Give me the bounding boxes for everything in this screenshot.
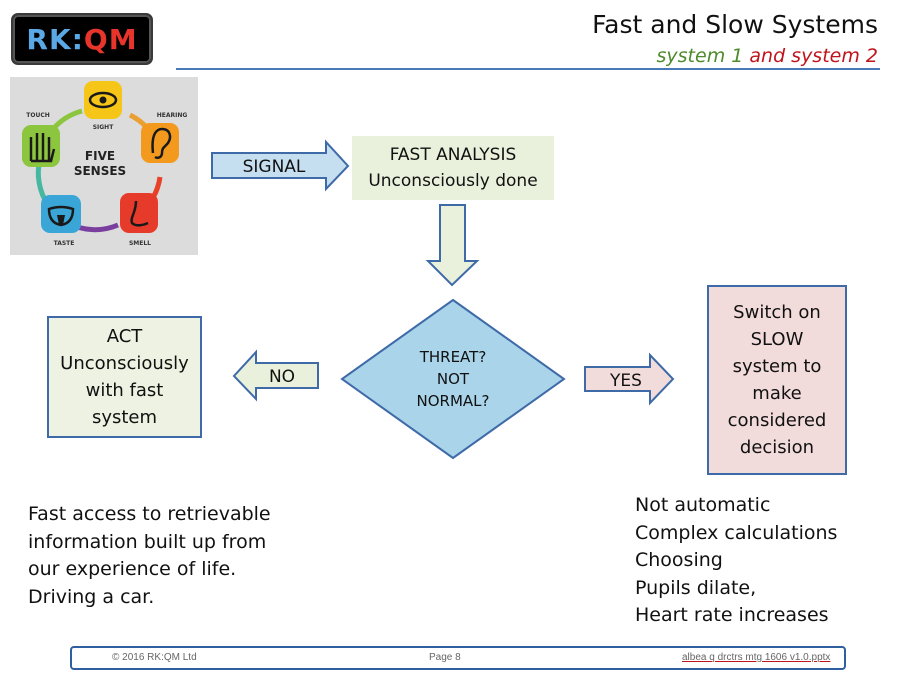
slow-line: Switch on [733, 302, 821, 323]
sense-label-sight: SIGHT [93, 124, 115, 131]
slide-footer: © 2016 RK:QM Ltd Page 8 albea q drctrs m… [70, 646, 846, 670]
slow-line: considered [727, 410, 827, 431]
sense-label-hearing: HEARING [157, 112, 188, 119]
footer-filename: albea q drctrs mtg 1606 v1.0.pptx [682, 652, 831, 663]
page-subtitle: system 1 and system 2 [657, 45, 878, 67]
signal-label: SIGNAL [243, 157, 306, 177]
hand-icon [22, 125, 60, 167]
subtitle-system1: system 1 [656, 45, 744, 67]
note-line: Complex calculations [635, 521, 838, 544]
decision-line3: NORMAL? [417, 392, 490, 410]
note-line: Not automatic [635, 494, 771, 516]
nose-icon [120, 193, 158, 233]
mouth-icon [41, 195, 81, 233]
ear-icon [141, 123, 179, 163]
note-line: information built up from [28, 530, 267, 553]
signal-arrow [211, 139, 350, 192]
five-senses-image: SIGHT HEARING TOUCH TASTE SMELL FIVE SEN… [10, 77, 198, 255]
sense-label-touch: TOUCH [26, 112, 50, 119]
down-arrow [425, 204, 480, 287]
five-senses-line1: FIVE [85, 149, 115, 163]
note-line: Choosing [635, 549, 723, 571]
note-line: Fast access to retrievable [28, 503, 271, 525]
fast-analysis-box: FAST ANALYSIS Unconsciously done [352, 136, 554, 200]
act-line: system [91, 407, 158, 428]
slow-system-box: Switch on SLOW system to make considered… [707, 285, 847, 475]
note-line: Driving a car. [28, 585, 155, 608]
no-arrow [232, 349, 319, 402]
slow-system-notes: Not automatic Complex calculations Choos… [635, 492, 837, 630]
no-label: NO [269, 367, 295, 387]
fast-analysis-title: FAST ANALYSIS [389, 145, 517, 165]
five-senses-line2: SENSES [74, 164, 126, 178]
slow-line: system to [732, 356, 822, 377]
sense-label-smell: SMELL [129, 240, 151, 247]
yes-label: YES [609, 371, 642, 391]
slow-line: decision [739, 437, 815, 458]
fast-system-notes: Fast access to retrievable information b… [28, 501, 271, 611]
act-box: ACT Unconsciously with fast system [47, 316, 202, 438]
decision-line1: THREAT? [419, 348, 487, 366]
fast-analysis-subtitle: Unconsciously done [368, 171, 538, 191]
act-line: ACT [106, 326, 143, 347]
note-line: our experience of life. [28, 558, 237, 580]
footer-page-number: Page 8 [429, 652, 461, 663]
title-underline [176, 68, 880, 70]
page-title: Fast and Slow Systems [592, 10, 878, 39]
decision-line2: NOT [437, 370, 470, 388]
slow-line: make [752, 383, 802, 404]
note-line: Pupils dilate, [635, 576, 757, 599]
footer-copyright: © 2016 RK:QM Ltd [112, 652, 197, 663]
rkqm-logo: RK:QM [11, 13, 153, 65]
eye-icon [84, 81, 122, 119]
note-line: Heart rate increases [635, 604, 829, 626]
act-line: with fast [85, 380, 164, 401]
slow-line: SLOW [750, 329, 804, 350]
sense-label-taste: TASTE [54, 240, 75, 247]
subtitle-system2: and system 2 [743, 45, 878, 67]
decision-diamond [340, 298, 566, 460]
yes-arrow [584, 352, 675, 406]
act-line: Unconsciously [60, 353, 189, 374]
